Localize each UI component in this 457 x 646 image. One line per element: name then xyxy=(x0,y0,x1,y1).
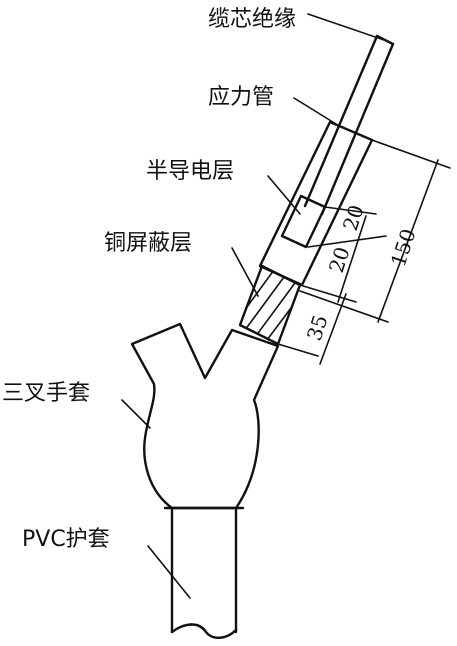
dimension-lines xyxy=(277,139,451,365)
label-semiconductive-layer: 半导电层 xyxy=(146,159,234,184)
dimension-35: 35 xyxy=(302,312,333,344)
label-copper-shield-layer: 铜屏蔽层 xyxy=(104,231,192,256)
label-three-finger-glove: 三叉手套 xyxy=(2,381,90,406)
dimension-20-upper: 20 xyxy=(338,202,369,234)
semiconductive-layer-box xyxy=(280,194,327,249)
label-stress-tube: 应力管 xyxy=(208,85,274,110)
leader-lines xyxy=(121,13,385,599)
label-cable-insulation: 缆芯绝缘 xyxy=(208,7,296,32)
pvc-sheath-pipe xyxy=(170,506,238,639)
label-pvc-sheath: PVC护套 xyxy=(22,527,110,552)
three-finger-glove-body xyxy=(130,322,280,510)
cable-core-insulation xyxy=(303,34,395,216)
dimension-150: 150 xyxy=(386,226,421,270)
dimension-20-lower: 20 xyxy=(324,244,355,276)
